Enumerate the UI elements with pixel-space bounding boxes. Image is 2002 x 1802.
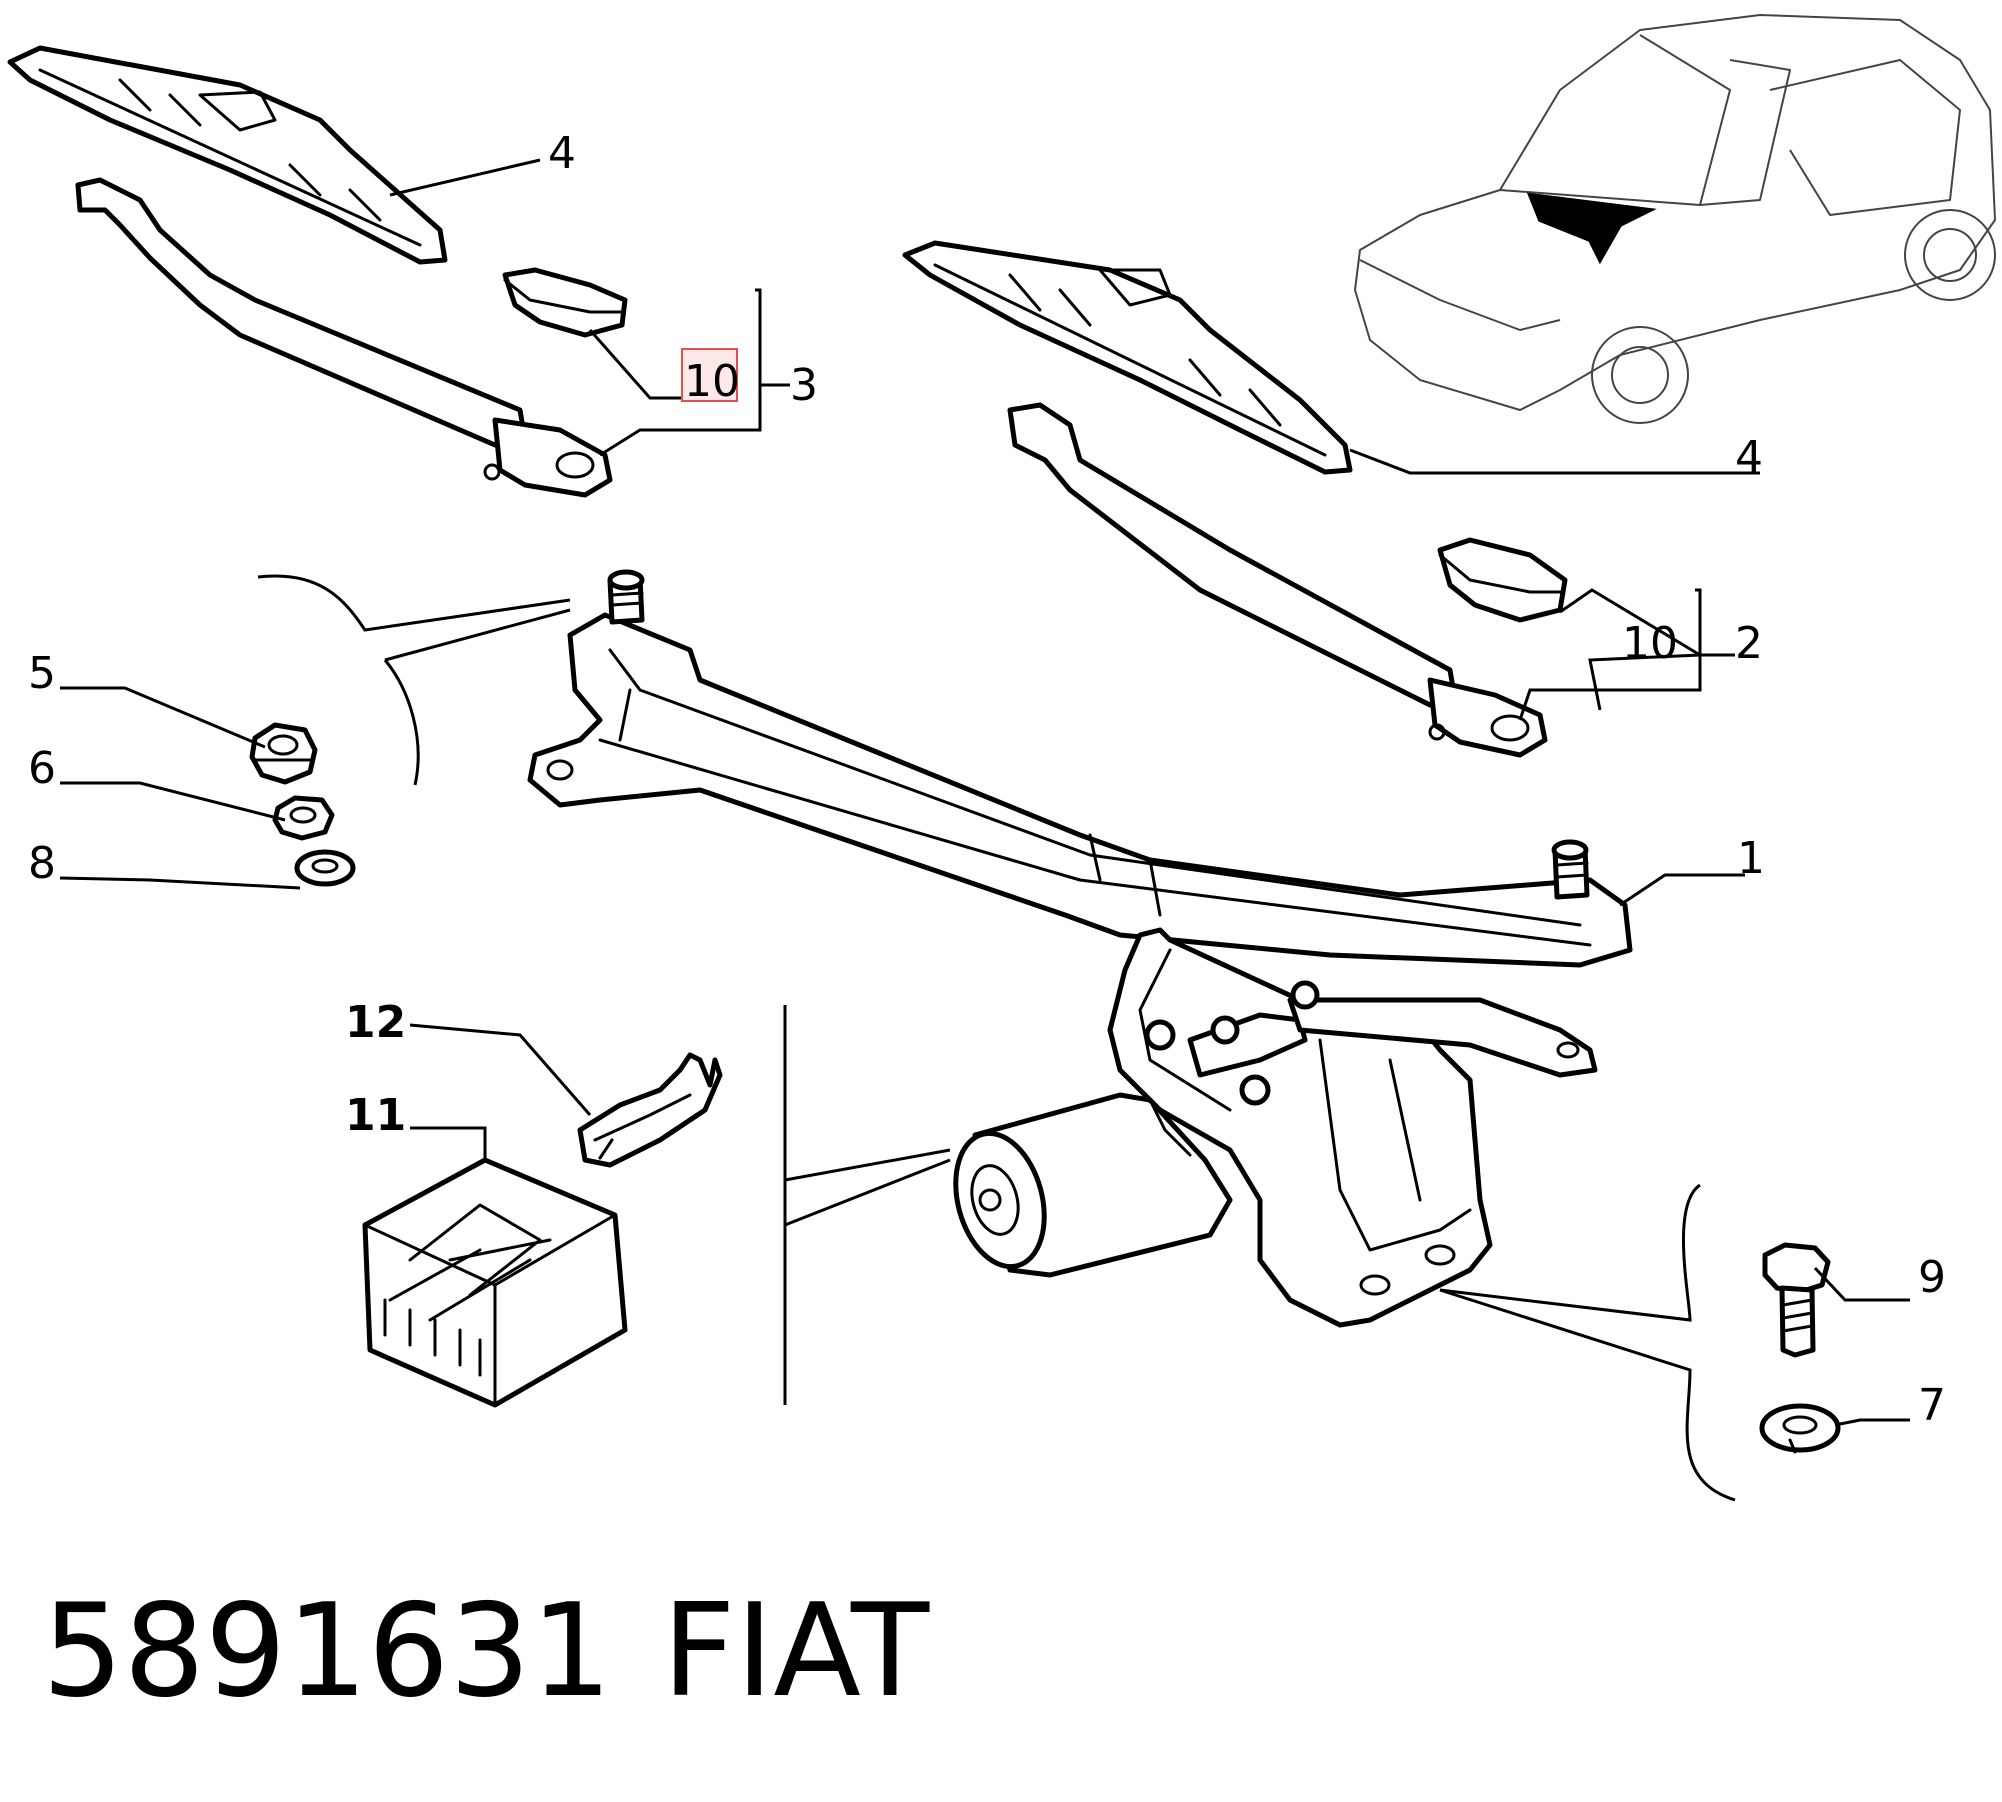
callout-10-left[interactable]: 10	[684, 356, 740, 407]
callout-labels: 4 10 3 4 10 2 1 5 6 8 12 11 9 7	[28, 128, 1946, 1431]
hex-nut	[272, 795, 335, 841]
wiper-blade-right	[902, 240, 1353, 475]
callout-1[interactable]: 1	[1737, 833, 1765, 884]
crimp-terminal	[577, 1052, 723, 1168]
split-washer	[1759, 1403, 1841, 1454]
callout-4-left[interactable]: 4	[548, 128, 576, 179]
arm-cap-left	[502, 267, 628, 338]
wiper-arm-left	[75, 177, 613, 498]
callout-3[interactable]: 3	[790, 360, 818, 411]
wiper-motor	[953, 1092, 1233, 1278]
callout-7[interactable]: 7	[1918, 1380, 1946, 1431]
bolt	[1762, 1242, 1831, 1358]
leader-lines	[59, 158, 1910, 1427]
selected-part-highlight	[681, 348, 738, 402]
arm-cap-right	[1437, 537, 1568, 623]
brand-name: FIAT	[662, 1577, 930, 1726]
wiper-blade-left	[7, 45, 448, 265]
callout-12[interactable]: 12	[345, 997, 406, 1048]
callout-5[interactable]: 5	[28, 648, 56, 699]
part-number: 5891631	[42, 1577, 612, 1726]
callout-2[interactable]: 2	[1735, 618, 1763, 669]
wiper-arm-right	[1007, 402, 1548, 758]
motor-bracket	[1107, 927, 1598, 1328]
callout-11[interactable]: 11	[345, 1090, 406, 1141]
car-thumbnail	[1354, 14, 1996, 424]
grouping-lines	[257, 574, 1736, 1502]
washer-left	[294, 849, 356, 887]
callout-4-right[interactable]: 4	[1735, 432, 1763, 483]
wiper-linkage-frame	[527, 569, 1633, 968]
callout-8[interactable]: 8	[28, 838, 56, 889]
callout-9[interactable]: 9	[1918, 1252, 1946, 1303]
flange-nut	[249, 722, 318, 785]
callout-10-right[interactable]: 10	[1622, 618, 1678, 669]
connector-housing	[362, 1157, 628, 1408]
callout-6[interactable]: 6	[28, 743, 56, 794]
